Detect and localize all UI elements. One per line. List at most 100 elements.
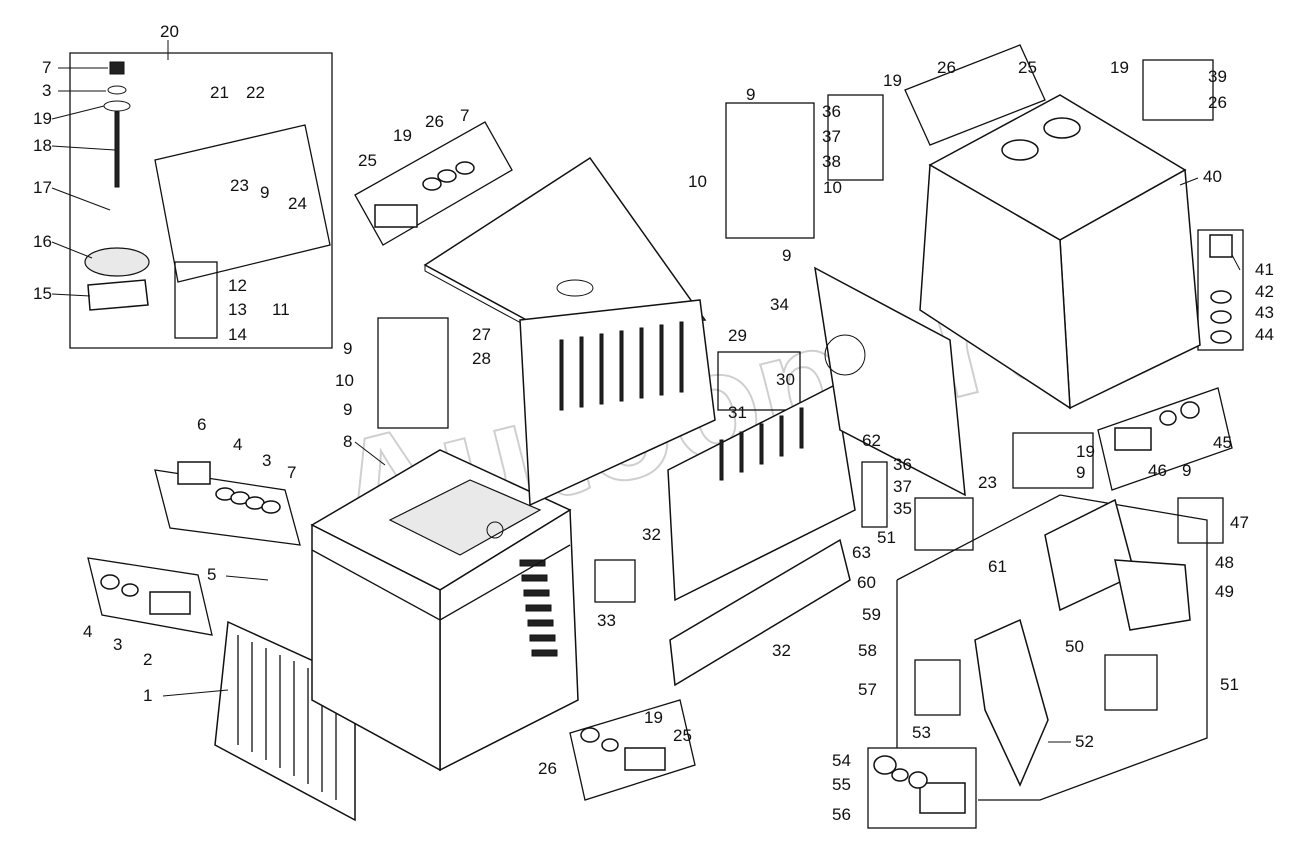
callout-24: 24 [288, 194, 307, 213]
callout-35: 35 [893, 499, 912, 518]
callout-51b: 51 [1220, 675, 1239, 694]
callout-23a: 23 [230, 176, 249, 195]
callout-51a: 51 [877, 528, 896, 547]
callout-37a: 37 [822, 127, 841, 146]
callout-47: 47 [1230, 513, 1249, 532]
frame-28 [519, 299, 716, 507]
callout-5: 5 [207, 565, 216, 584]
callout-36a: 36 [822, 102, 841, 121]
callout-58: 58 [858, 641, 877, 660]
callout-26b: 26 [937, 58, 956, 77]
callout-8: 8 [343, 432, 352, 451]
callout-49: 49 [1215, 582, 1234, 601]
callout-36b: 36 [893, 455, 912, 474]
callout-14: 14 [228, 325, 247, 344]
callout-34: 34 [770, 295, 789, 314]
callout-26d: 26 [538, 759, 557, 778]
callout-19a: 19 [33, 109, 52, 128]
callout-19d: 19 [1110, 58, 1129, 77]
callout-63: 63 [852, 543, 871, 562]
callout-28: 28 [472, 349, 491, 368]
callout-22: 22 [246, 83, 265, 102]
callout-16: 16 [33, 232, 52, 251]
callout-54: 54 [832, 751, 851, 770]
callout-20: 20 [160, 22, 179, 41]
callout-3a: 3 [42, 81, 51, 100]
callout-21: 21 [210, 83, 229, 102]
callout-52: 52 [1075, 732, 1094, 751]
callout-7b: 7 [460, 106, 469, 125]
leader-lines [51, 40, 1241, 743]
callout-25b: 25 [1018, 58, 1037, 77]
bracket-52 [974, 618, 1049, 787]
callout-46: 46 [1148, 461, 1167, 480]
callout-25a: 25 [358, 151, 377, 170]
callout-45: 45 [1213, 433, 1232, 452]
callout-56: 56 [832, 805, 851, 824]
callout-57: 57 [858, 680, 877, 699]
callout-3b: 3 [262, 451, 271, 470]
callout-41: 41 [1255, 260, 1274, 279]
callout-18: 18 [33, 136, 52, 155]
callout-40: 40 [1203, 167, 1222, 186]
callout-60: 60 [857, 573, 876, 592]
side-panel-62 [667, 383, 856, 602]
callout-12: 12 [228, 276, 247, 295]
callout-13: 13 [228, 300, 247, 319]
callout-10b: 10 [688, 172, 707, 191]
callout-9a: 9 [260, 183, 269, 202]
callout-4b: 4 [83, 622, 92, 641]
callout-59: 59 [862, 605, 881, 624]
callout-39: 39 [1208, 67, 1227, 86]
callout-9e: 9 [782, 246, 791, 265]
callout-23b: 23 [978, 473, 997, 492]
callout-48: 48 [1215, 553, 1234, 572]
fasteners [84, 61, 1233, 814]
callout-7a: 7 [42, 58, 51, 77]
callout-17: 17 [33, 178, 52, 197]
callout-1: 1 [143, 686, 152, 705]
callout-26c: 26 [1208, 93, 1227, 112]
callout-labels: 20 7 3 21 22 19 18 17 16 15 23 9 24 12 1… [33, 22, 1274, 824]
callout-4a: 4 [233, 435, 242, 454]
callout-62: 62 [862, 431, 881, 450]
callout-33: 33 [597, 611, 616, 630]
callout-9d: 9 [746, 85, 755, 104]
callout-19e: 19 [1076, 442, 1095, 461]
callout-15: 15 [33, 284, 52, 303]
callout-29: 29 [728, 326, 747, 345]
callout-19b: 19 [393, 126, 412, 145]
callout-25c: 25 [673, 726, 692, 745]
bracket-48 [1044, 498, 1191, 631]
plate-34 [814, 266, 966, 497]
callout-6: 6 [197, 415, 206, 434]
housing-8 [310, 449, 579, 772]
callout-27: 27 [472, 325, 491, 344]
callout-43: 43 [1255, 303, 1274, 322]
callout-53: 53 [912, 723, 931, 742]
callout-42: 42 [1255, 282, 1274, 301]
callout-32a: 32 [642, 525, 661, 544]
callout-31: 31 [728, 403, 747, 422]
callout-11: 11 [272, 300, 290, 319]
callout-44: 44 [1255, 325, 1274, 344]
callout-9g: 9 [1076, 463, 1085, 482]
callout-7c: 7 [287, 463, 296, 482]
callout-30: 30 [776, 370, 795, 389]
bottom-strip-32 [669, 538, 851, 687]
callout-38: 38 [822, 152, 841, 171]
callout-10a: 10 [335, 371, 354, 390]
callout-55: 55 [832, 775, 851, 794]
callout-50: 50 [1065, 637, 1084, 656]
callout-32b: 32 [772, 641, 791, 660]
callout-19f: 19 [644, 708, 663, 727]
callout-19c: 19 [883, 71, 902, 90]
inset-frames [69, 44, 1244, 829]
callout-61: 61 [988, 557, 1007, 576]
tank-40 [919, 94, 1201, 410]
callout-2: 2 [143, 650, 152, 669]
callout-9f: 9 [1182, 461, 1191, 480]
callout-3c: 3 [113, 635, 122, 654]
callout-37b: 37 [893, 477, 912, 496]
